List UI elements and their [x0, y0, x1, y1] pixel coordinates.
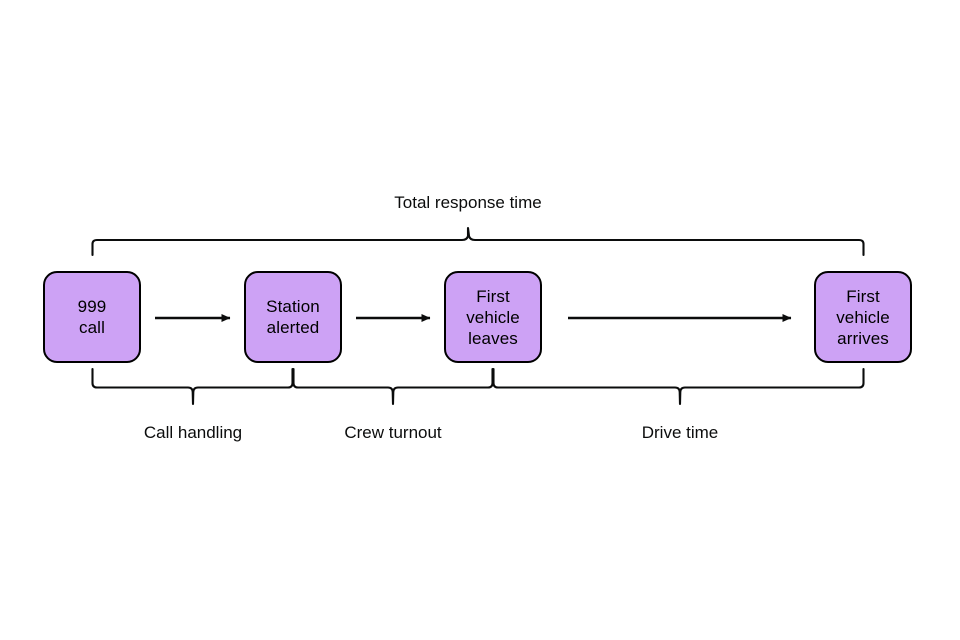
node-first-vehicle-arrives[interactable]: First vehicle arrives — [814, 271, 912, 363]
bracket-label-drive-time: Drive time — [641, 423, 719, 442]
bracket-crew-turnout — [292, 367, 494, 406]
node-emergency-call[interactable]: 999 call — [43, 271, 141, 363]
node-station-alerted[interactable]: Station alerted — [244, 271, 342, 363]
node-first-vehicle-leaves[interactable]: First vehicle leaves — [444, 271, 542, 363]
bracket-label-total-response-time: Total response time — [394, 193, 542, 212]
bracket-drive-time — [492, 367, 865, 406]
bracket-label-crew-turnout: Crew turnout — [344, 423, 442, 442]
bracket-total-response-time — [91, 226, 865, 257]
bracket-call-handling — [91, 367, 294, 406]
bracket-label-call-handling: Call handling — [143, 423, 243, 442]
